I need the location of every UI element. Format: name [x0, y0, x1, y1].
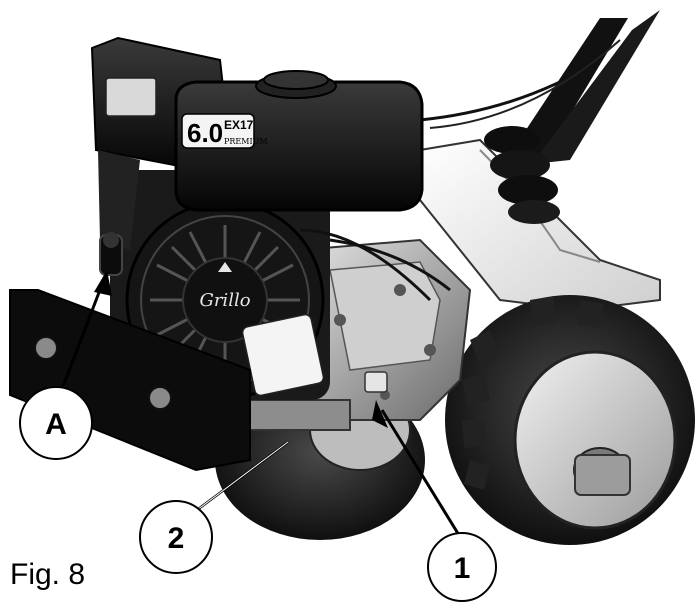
engine-model-number: 6.0 — [187, 118, 223, 148]
fuel-tank: 6.0 EX17 PREMIUM — [174, 70, 424, 212]
figure-caption: Fig. 8 — [10, 558, 86, 591]
leader-line-2 — [196, 440, 289, 512]
rear-tire — [445, 295, 695, 545]
front-bumper-plate — [9, 289, 251, 472]
leader-line-1 — [372, 400, 464, 541]
fuel-tap-lever — [99, 232, 123, 276]
callout-1: 1 — [427, 532, 497, 602]
gearbox — [249, 238, 472, 431]
engine-model-badge-bottom: PREMIUM — [224, 137, 268, 146]
callout-2-label: 2 — [168, 522, 185, 555]
callout-a-label: A — [45, 408, 67, 441]
engine-model-badge-top: EX17 — [224, 118, 254, 132]
callout-2: 2 — [139, 500, 213, 574]
brand-logo: Grillo — [199, 290, 250, 311]
cables — [299, 228, 451, 302]
callout-1-label: 1 — [454, 552, 471, 585]
leader-line-a — [54, 270, 112, 406]
handlebar — [419, 10, 660, 168]
rubber-bellows — [484, 126, 560, 224]
callout-a: A — [19, 386, 93, 460]
